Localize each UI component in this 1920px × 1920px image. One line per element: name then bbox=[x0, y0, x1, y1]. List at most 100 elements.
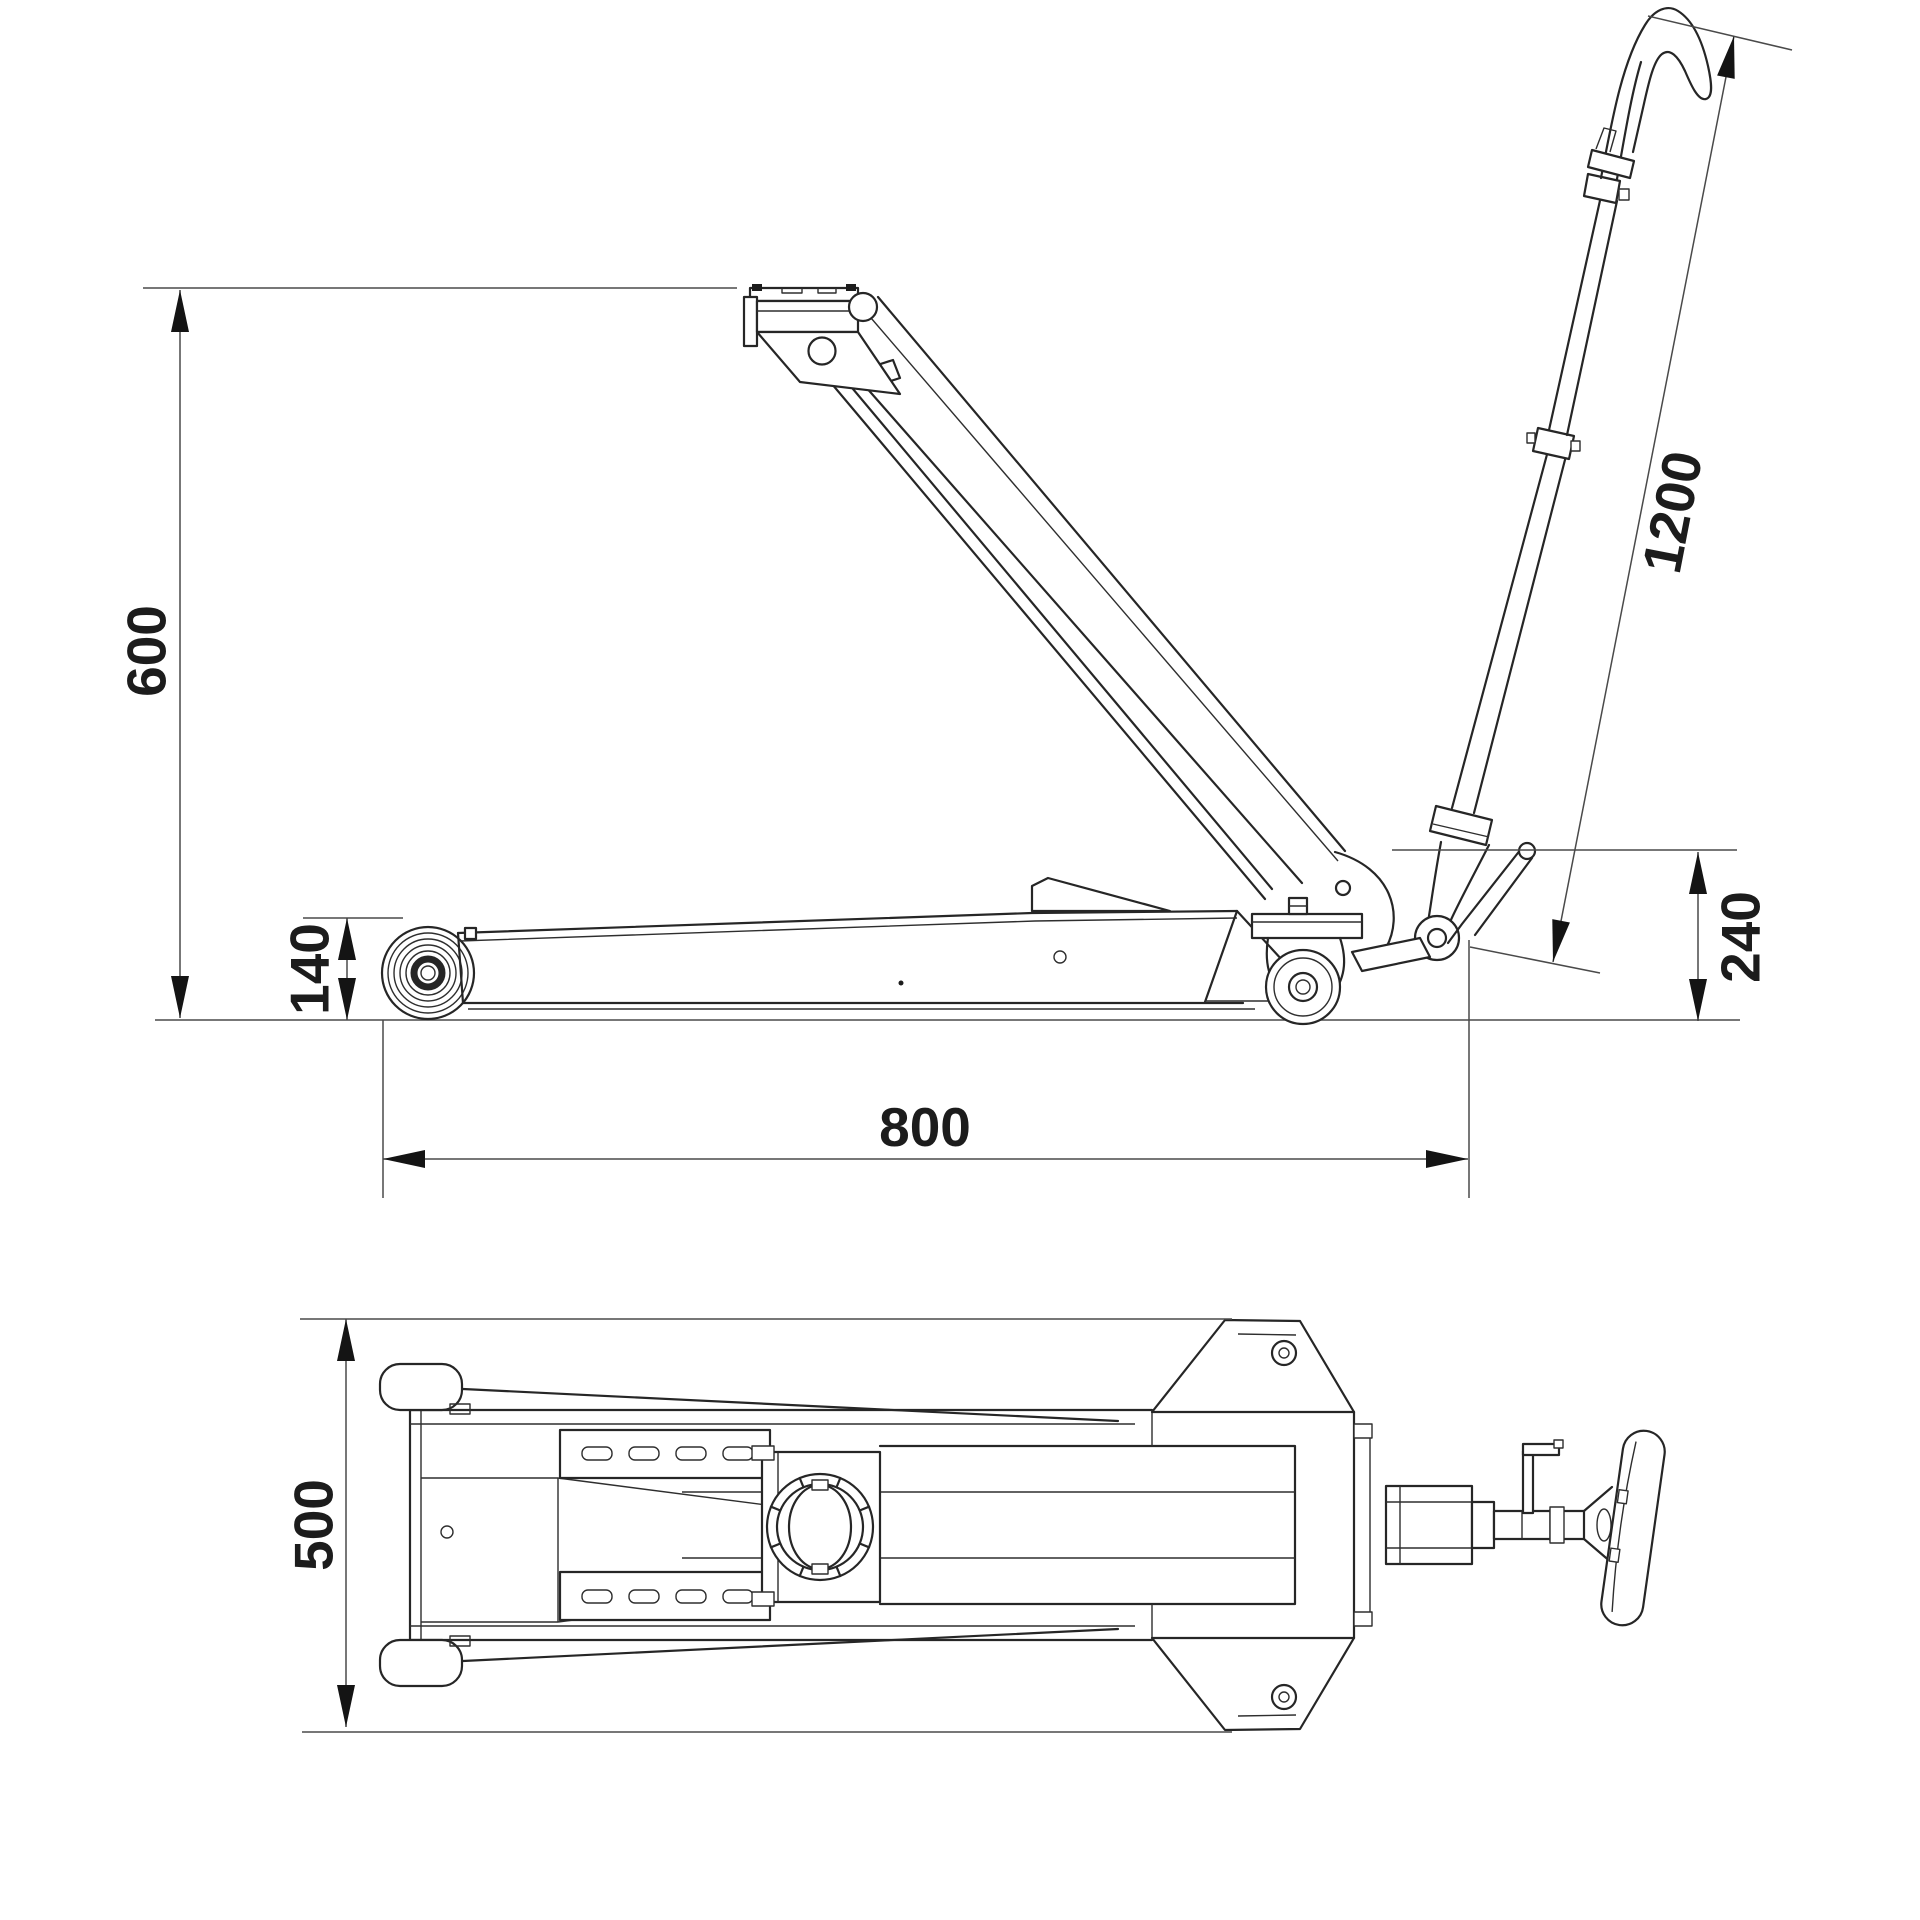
handle-collar bbox=[1428, 804, 1494, 847]
cover-slant-bottom bbox=[461, 1627, 1120, 1663]
handle-tube-left bbox=[1450, 445, 1551, 810]
lock-pin-nub bbox=[1553, 1439, 1564, 1449]
grip-bar-outline bbox=[1600, 1429, 1666, 1627]
saddle-pad-left bbox=[752, 284, 762, 291]
link-bar-bottom bbox=[814, 363, 1267, 901]
saddle-flange bbox=[742, 295, 759, 348]
handle-neck-right bbox=[1448, 843, 1491, 924]
left-box bbox=[421, 1477, 559, 1623]
rear-step-bottom bbox=[1353, 1611, 1373, 1627]
upper-tube-left bbox=[1547, 194, 1603, 432]
strip-bottom bbox=[558, 1570, 772, 1622]
dim-label-240: 240 bbox=[1709, 891, 1771, 983]
gusset-bottom-line bbox=[1237, 1714, 1297, 1717]
slot-top-3 bbox=[675, 1446, 707, 1461]
gusset-top-hole bbox=[1270, 1339, 1298, 1367]
lift-arm bbox=[814, 295, 1395, 950]
ram-bore bbox=[787, 1483, 853, 1571]
grip-trigger bbox=[1586, 148, 1636, 180]
nose-left-slant bbox=[1203, 909, 1239, 1004]
arrowhead-500-down bbox=[337, 1685, 355, 1727]
axle-hole bbox=[420, 965, 436, 981]
grip-hook-outline bbox=[1599, 7, 1713, 180]
grip-bar-inner bbox=[1611, 1441, 1637, 1612]
strip-top bbox=[558, 1428, 772, 1480]
dimension-rear-height: 240 bbox=[1392, 849, 1771, 1021]
rear-wheel bbox=[380, 925, 476, 1021]
beam-face-line bbox=[864, 310, 1339, 862]
handle-assembly bbox=[1350, 7, 1713, 973]
plan-axle-top bbox=[449, 1403, 471, 1415]
arrowhead-600-down bbox=[171, 976, 189, 1018]
pivot-bracket-curve bbox=[1333, 850, 1395, 950]
caster-rim bbox=[1273, 957, 1333, 1017]
dim-label-500: 500 bbox=[282, 1479, 344, 1571]
cover-slant-top bbox=[461, 1387, 1120, 1423]
saddle-notches bbox=[781, 288, 837, 294]
bore-key-bottom bbox=[811, 1563, 829, 1575]
perforated-strips bbox=[558, 1428, 772, 1622]
gusset-top-line bbox=[1237, 1333, 1297, 1336]
caster-hub bbox=[1287, 971, 1319, 1003]
link-bar-top bbox=[820, 350, 1274, 891]
dimension-base-length: 800 bbox=[382, 940, 1470, 1198]
saddle-pivot-upper bbox=[847, 291, 879, 323]
arrowhead-140-down bbox=[338, 978, 356, 1020]
side-view: 600 140 240 800 bbox=[115, 7, 1793, 1198]
handle-collar-line bbox=[1432, 823, 1490, 838]
grip-trigger-link bbox=[1595, 127, 1617, 153]
mount-clamp-bottom bbox=[751, 1591, 775, 1607]
plan-axle-bottom bbox=[449, 1635, 471, 1647]
flange-notches bbox=[769, 1476, 871, 1578]
top-clamp bbox=[1582, 172, 1622, 205]
slot-bottom-1 bbox=[581, 1589, 613, 1604]
chassis-rear-step bbox=[463, 926, 478, 941]
clamp-tab-right bbox=[1570, 440, 1581, 452]
top-clamp-knob bbox=[1618, 188, 1630, 201]
handle-socket-plan bbox=[1384, 1429, 1666, 1627]
dimension-min-height: 140 bbox=[278, 917, 403, 1020]
chassis-hole bbox=[1053, 950, 1067, 964]
arrowhead-800-left bbox=[383, 1150, 425, 1168]
beam-top-edge bbox=[876, 295, 1347, 853]
plan-wheels bbox=[378, 1362, 471, 1688]
ext-line-1200-bottom bbox=[1469, 946, 1601, 974]
caster-axle bbox=[1295, 979, 1311, 995]
dimension-max-lift-height: 600 bbox=[115, 287, 737, 1018]
handle-tube-right bbox=[1472, 450, 1569, 815]
dim-label-140: 140 bbox=[278, 923, 340, 1015]
chassis-rivet bbox=[898, 980, 904, 986]
release-foot-lever bbox=[1350, 936, 1432, 973]
arrowhead-240-up bbox=[1689, 852, 1707, 894]
tire-ring-4 bbox=[405, 950, 451, 996]
tire-ring-1 bbox=[387, 932, 469, 1014]
saddle-body bbox=[755, 299, 860, 334]
arrowhead-800-right bbox=[1426, 1150, 1468, 1168]
foot-pedal bbox=[1030, 876, 1172, 913]
tire-ring-2 bbox=[393, 938, 463, 1008]
ext-line-1200-top bbox=[1647, 15, 1793, 51]
caster-plate bbox=[1250, 912, 1364, 940]
arrowhead-600-up bbox=[171, 290, 189, 332]
rear-gussets bbox=[1150, 1318, 1373, 1732]
dim-label-800: 800 bbox=[879, 1096, 971, 1158]
arrowhead-1200-down bbox=[1552, 919, 1570, 962]
release-rod-cap bbox=[1517, 841, 1537, 861]
handle-pivot-pin bbox=[1426, 927, 1448, 949]
grip-tab-top bbox=[1616, 1489, 1629, 1505]
cylinder-mount bbox=[751, 1445, 882, 1607]
socket-block bbox=[1384, 1484, 1474, 1566]
dim-line-1200 bbox=[1552, 35, 1735, 963]
arrowhead-140-up bbox=[338, 918, 356, 960]
dimension-overall-width: 500 bbox=[282, 1318, 1232, 1733]
grip-bar bbox=[1600, 1429, 1666, 1627]
socket-lines bbox=[1386, 1486, 1472, 1564]
bore-key-top bbox=[811, 1479, 829, 1491]
grip-hub bbox=[1596, 1508, 1612, 1542]
grip-tab-bottom bbox=[1608, 1547, 1621, 1563]
chassis bbox=[456, 876, 1326, 1010]
chassis-top-edge bbox=[456, 909, 1239, 935]
pivot-bracket-hole bbox=[1334, 879, 1352, 897]
